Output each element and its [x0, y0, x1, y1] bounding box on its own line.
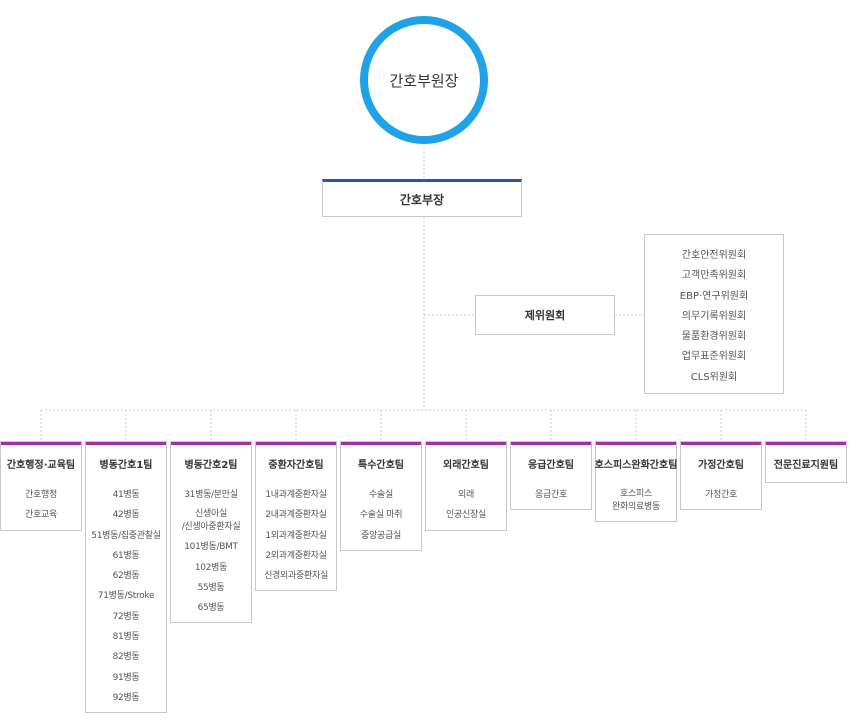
team-item: 71병동/Stroke — [97, 591, 155, 602]
team-item: 102병동 — [194, 562, 228, 573]
team-item: 응급간호 — [535, 490, 567, 500]
team-title: 외래간호팀 — [426, 442, 506, 482]
team-item: 42병동 — [112, 510, 140, 521]
team-item: 101병동/BMT — [184, 542, 238, 553]
team-node: 전문진료지원팀 — [765, 441, 847, 483]
team-item: 82병동 — [112, 652, 140, 663]
deputy-director-label: 간호부원장 — [389, 71, 459, 90]
committee-node: 제위원회 — [475, 295, 615, 335]
team-title: 중환자간호팀 — [256, 442, 336, 482]
team-item: 중앙공급실 — [361, 530, 401, 541]
team-title: 호스피스완화간호팀 — [595, 442, 677, 482]
team-item: 51병동/집중관찰실 — [91, 530, 161, 541]
team-item: 41병동 — [112, 490, 140, 500]
nursing-director-node: 간호부장 — [322, 179, 522, 217]
team-item: 외래 — [458, 490, 474, 500]
team-item: 72병동 — [112, 611, 140, 622]
team-node: 병동간호1팀 41병동 42병동 51병동/집중관찰실 61병동 62병동 71병동/Str… — [85, 441, 167, 714]
team-item: 81병동 — [112, 632, 140, 643]
team-item: 인공신장실 — [446, 510, 486, 521]
committee-item: EBP·연구위원회 — [679, 290, 749, 302]
team-item: 61병동 — [112, 550, 140, 561]
team-item: 신생아실/신생아중환자실 — [181, 509, 241, 533]
team-item: 2내과계중환자실 — [265, 510, 327, 521]
team-item: 2외과계중환자실 — [265, 550, 327, 561]
team-item: 92병동 — [112, 692, 140, 703]
team-item: 31병동/분만실 — [184, 490, 238, 500]
committee-item: 물품환경위원회 — [681, 331, 747, 343]
team-title: 가정간호팀 — [681, 442, 761, 482]
nursing-director-label: 간호부장 — [399, 192, 445, 207]
committee-item: 업무표준위원회 — [681, 351, 747, 363]
committee-item: 간호안전위원회 — [681, 250, 747, 261]
committee-item: 고객만족위원회 — [681, 270, 747, 282]
team-item: 1내과계중환자실 — [265, 490, 327, 500]
team-title: 병동간호2팀 — [171, 442, 251, 482]
committee-item: CLS위원회 — [690, 371, 738, 383]
team-title: 응급간호팀 — [511, 442, 591, 482]
team-item: 1외과계중환자실 — [265, 530, 327, 541]
team-item: 55병동 — [197, 582, 225, 593]
team-item: 수술실 마취 — [359, 510, 403, 521]
team-item: 수술실 — [369, 490, 393, 500]
team-title: 특수간호팀 — [341, 442, 421, 482]
team-item: 간호교육 — [25, 510, 57, 521]
team-title: 전문진료지원팀 — [766, 442, 846, 482]
committee-item: 의무기록위원회 — [681, 310, 747, 322]
team-item: 62병동 — [112, 571, 140, 582]
team-title: 간호행정·교육팀 — [1, 442, 81, 482]
team-title: 병동간호1팀 — [86, 442, 166, 482]
team-item: 65병동 — [197, 603, 225, 614]
team-item: 신경외과중환자실 — [264, 571, 328, 582]
team-item: 간호행정 — [25, 490, 57, 500]
team-items: 응급간호 — [511, 482, 591, 509]
committee-list: 간호안전위원회 고객만족위원회 EBP·연구위원회 의무기록위원회 물품환경위원… — [644, 234, 784, 394]
team-item: 가정간호 — [705, 490, 737, 500]
committee-label: 제위원회 — [524, 309, 566, 322]
team-item: 91병동 — [112, 672, 140, 683]
team-items: 가정간호 — [681, 482, 761, 509]
team-items: 41병동 42병동 51병동/집중관찰실 61병동 62병동 71병동/Stroke 72병… — [86, 482, 166, 712]
deputy-director-node: 간호부원장 — [360, 16, 488, 144]
